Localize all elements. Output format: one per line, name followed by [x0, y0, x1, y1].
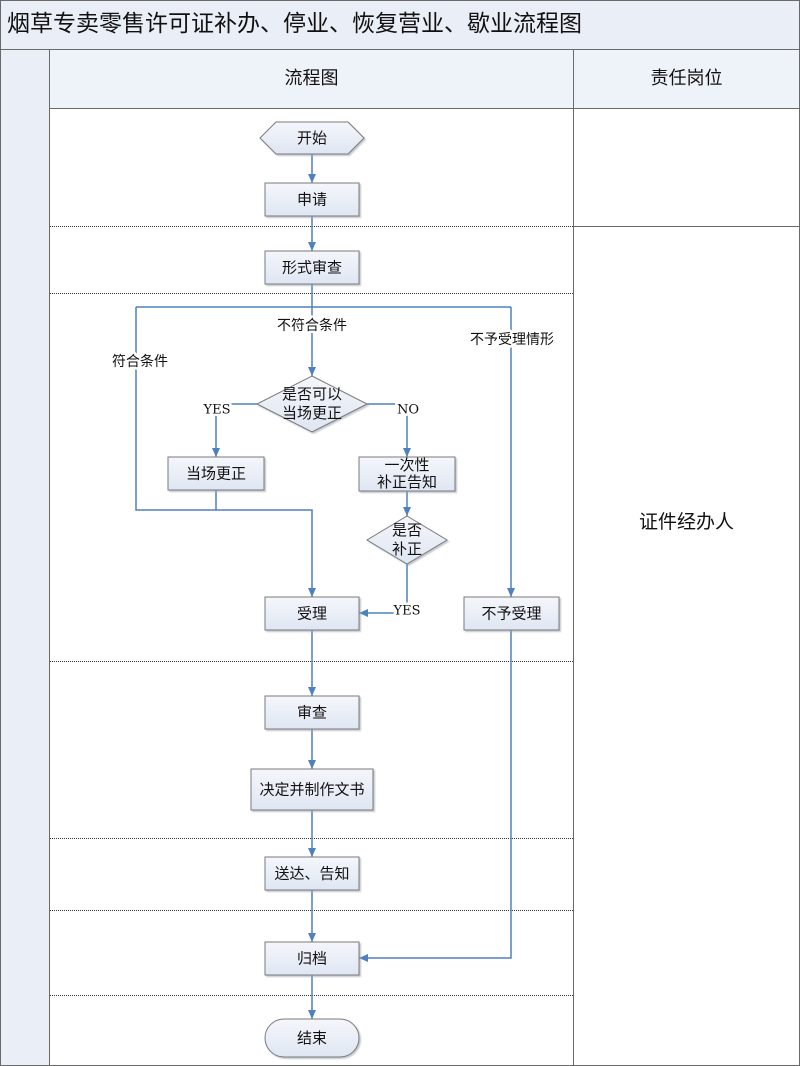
- node-decide: 决定并制作文书: [250, 768, 374, 811]
- edge-yes-correct: [212, 403, 257, 457]
- node-apply-label: 申请: [297, 191, 327, 209]
- edge-label-yes-2: YES: [393, 604, 421, 619]
- node-accept-label: 受理: [297, 605, 327, 623]
- left-band: [0, 50, 50, 1066]
- node-start: 开始: [259, 121, 365, 155]
- column-divider: [573, 50, 574, 1066]
- edge-label-meet: 符合条件: [112, 353, 168, 370]
- node-archive: 归档: [264, 941, 360, 976]
- node-notify-once: 一次性 补正告知: [358, 456, 456, 492]
- node-decision-correct-line2: 当场更正: [282, 404, 342, 422]
- node-notify-once-line1: 一次性: [384, 456, 429, 474]
- header-row: 流程图 责任岗位: [50, 50, 800, 109]
- node-decision-supplement: 是否 补正: [366, 515, 448, 565]
- node-notify-once-line2: 补正告知: [377, 473, 437, 491]
- node-correct-on-spot: 当场更正: [167, 456, 265, 491]
- node-correct-on-spot-label: 当场更正: [186, 465, 246, 483]
- node-reject: 不予受理: [463, 596, 560, 631]
- node-decision-supplement-line1: 是否: [392, 521, 422, 539]
- edge-reject-archive: [359, 630, 512, 962]
- node-decision-correct-line1: 是否可以: [282, 385, 342, 403]
- edge-label-not-meet: 不符合条件: [277, 317, 347, 334]
- edge-label-yes-1: YES: [203, 403, 231, 418]
- node-review: 审查: [264, 695, 360, 730]
- role-row-divider: [573, 226, 800, 227]
- node-end: 结束: [264, 1018, 360, 1058]
- edge-no-notify: [367, 403, 411, 457]
- edge-meet-accept: [135, 307, 316, 597]
- edge-yes2-accept: [359, 564, 408, 617]
- edges: [135, 154, 515, 1019]
- edge-label-reject-case: 不予受理情形: [470, 332, 554, 348]
- node-accept: 受理: [264, 596, 360, 631]
- node-deliver: 送达、告知: [264, 856, 360, 891]
- node-end-label: 结束: [297, 1029, 327, 1047]
- edge-label-no-1: NO: [397, 403, 419, 418]
- page-title: 烟草专卖零售许可证补办、停业、恢复营业、歇业流程图: [0, 0, 800, 50]
- node-decision-correct: 是否可以 当场更正: [255, 375, 369, 433]
- node-deliver-label: 送达、告知: [274, 865, 349, 883]
- node-review-label: 审查: [297, 704, 327, 722]
- header-role-cell: 责任岗位: [650, 68, 723, 89]
- responsible-role: 证件经办人: [638, 511, 734, 533]
- header-flow-cell: 流程图: [284, 68, 339, 89]
- node-formal-review: 形式审查: [264, 250, 360, 285]
- node-decide-label: 决定并制作文书: [259, 781, 364, 799]
- node-formal-review-label: 形式审查: [282, 259, 342, 277]
- node-apply: 申请: [264, 182, 360, 217]
- node-start-label: 开始: [297, 129, 327, 147]
- node-reject-label: 不予受理: [481, 605, 541, 623]
- nodes: 开始 申请 形式审查 是否可以 当场更正 当场更正 一次性: [167, 121, 560, 1058]
- node-decision-supplement-line2: 补正: [392, 540, 422, 558]
- edge-labels: 不符合条件 符合条件 不予受理情形 YES NO YES: [110, 315, 557, 622]
- node-archive-label: 归档: [297, 950, 327, 968]
